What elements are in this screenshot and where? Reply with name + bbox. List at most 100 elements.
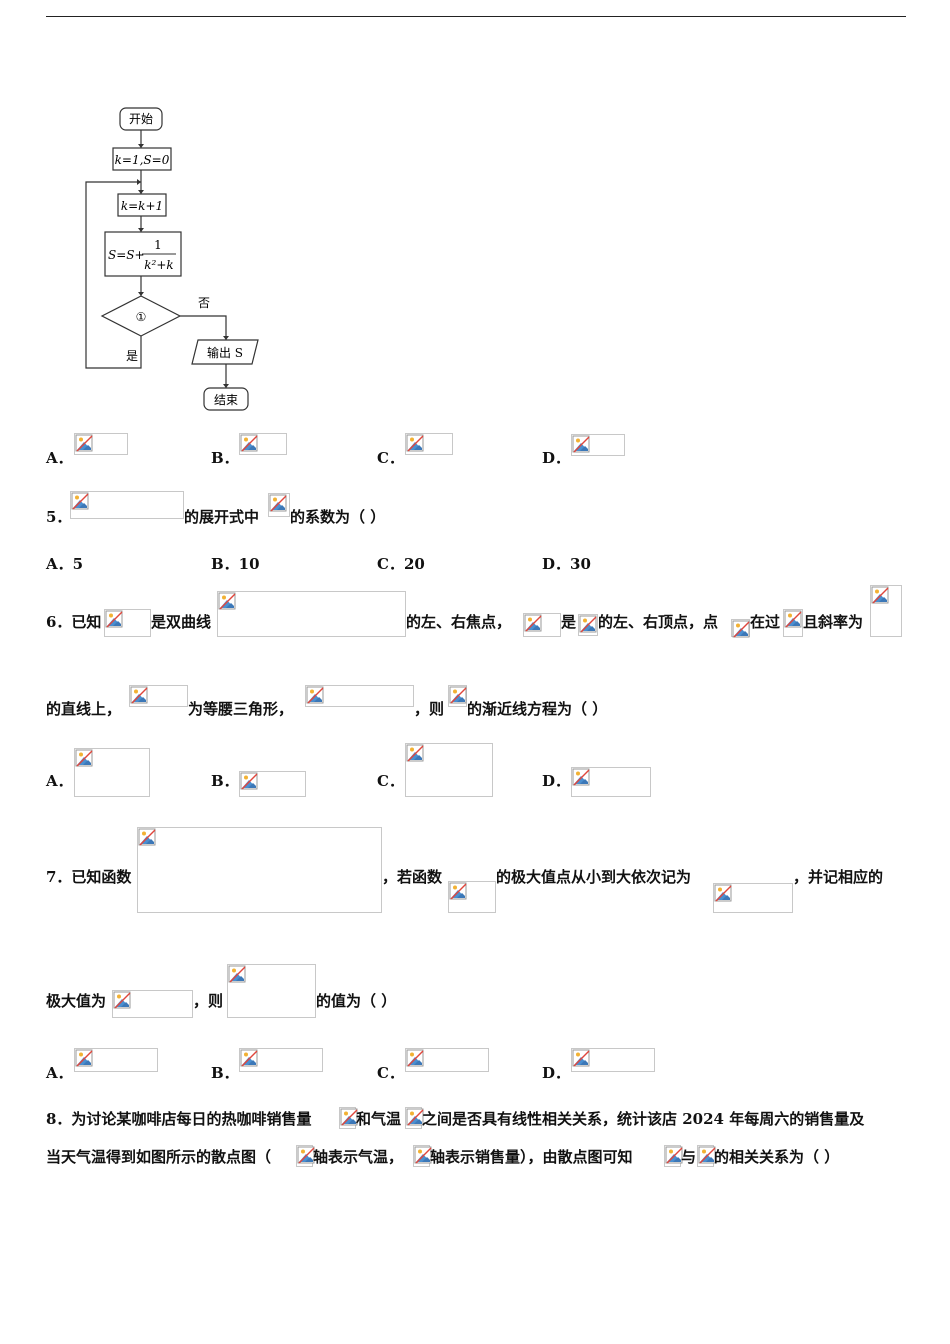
flow-sum-left: S=S+: [108, 248, 145, 262]
missing-image-icon: [571, 767, 651, 797]
q4-option-a: A．: [46, 449, 73, 467]
q7-line2-b: ，则: [193, 992, 224, 1010]
q8-line1-c: 之间是否具有线性相关关系，统计该店 2024 年每周六的销售量及: [422, 1110, 865, 1128]
flowchart: 开始 k=1,S=0 k=k+1 S=S+ 1 k²+k ① 否 是 输出 S …: [85, 107, 259, 411]
broken-image-glyph: [406, 1108, 424, 1126]
broken-image-glyph: [240, 1049, 258, 1067]
broken-image-glyph: [75, 434, 93, 452]
q6-text-5: 在过: [750, 613, 781, 631]
q7-text-3: ，并记相应的: [793, 868, 884, 886]
missing-image-icon: [448, 881, 496, 913]
broken-image-glyph: [240, 772, 258, 790]
broken-image-glyph: [732, 620, 750, 638]
q7-option-d: D．: [542, 1064, 571, 1082]
broken-image-glyph: [306, 686, 324, 704]
missing-image-icon: [112, 990, 193, 1018]
missing-image-icon: [217, 591, 406, 637]
flow-output-box: [191, 339, 259, 365]
missing-image-icon: [339, 1107, 358, 1129]
flow-step-label: k=k+1: [121, 199, 163, 213]
q5-option-d: D．30: [542, 555, 591, 573]
missing-image-icon: [870, 585, 902, 637]
q7-line2-a: 极大值为: [46, 992, 107, 1010]
q6-text-4: 的左、右顶点，点: [598, 613, 719, 631]
q6-line2-c: ，则: [414, 700, 445, 718]
q7-option-a: A．: [46, 1064, 73, 1082]
q5-option-c: C．20: [377, 555, 425, 573]
q6-option-d: D．: [542, 772, 571, 790]
missing-image-icon: [571, 1048, 655, 1072]
missing-image-icon: [239, 1048, 323, 1072]
broken-image-glyph: [340, 1108, 358, 1126]
broken-image-glyph: [75, 749, 93, 767]
broken-image-glyph: [572, 435, 590, 453]
missing-image-icon: [70, 491, 184, 519]
flow-cond-label: ①: [136, 310, 147, 324]
flow-step-box: [117, 193, 167, 217]
broken-image-glyph: [406, 1049, 424, 1067]
q4-option-b: B．: [211, 449, 239, 467]
q6-line2-b: 为等腰三角形，: [188, 700, 294, 718]
missing-image-icon: [783, 609, 803, 637]
broken-image-glyph: [665, 1146, 683, 1164]
missing-image-icon: [305, 685, 414, 707]
missing-image-icon: [713, 883, 793, 913]
q6-line2-a: 的直线上，: [46, 700, 122, 718]
broken-image-glyph: [784, 610, 802, 628]
q8-line1-b: 和气温: [356, 1110, 402, 1128]
q4-option-c: C．: [377, 449, 404, 467]
q7-text-1: ，若函数: [382, 868, 443, 886]
flow-sum-box: [104, 231, 182, 277]
missing-image-icon: [129, 685, 188, 707]
broken-image-glyph: [449, 882, 467, 900]
broken-image-glyph: [871, 586, 889, 604]
broken-image-glyph: [406, 744, 424, 762]
flow-output-label: 输出 S: [207, 345, 243, 360]
broken-image-glyph: [75, 1049, 93, 1067]
broken-image-glyph: [449, 686, 467, 704]
missing-image-icon: [268, 493, 290, 517]
flow-end-label: 结束: [214, 393, 238, 407]
q6-text-3: 是: [561, 613, 577, 631]
broken-image-glyph: [572, 768, 590, 786]
missing-image-icon: [405, 1048, 489, 1072]
missing-image-icon: [296, 1145, 315, 1167]
q7-line2-c: 的值为（ ）: [316, 992, 397, 1010]
header-rule: [46, 16, 906, 17]
missing-image-icon: [239, 771, 306, 797]
broken-image-glyph: [130, 686, 148, 704]
q8-line2-a: 当天气温得到如图所示的散点图（: [46, 1148, 272, 1166]
broken-image-glyph: [297, 1146, 315, 1164]
missing-image-icon: [571, 434, 625, 456]
q7-number: 7．已知函数: [46, 868, 132, 886]
q6-text-6: 且斜率为: [803, 613, 864, 631]
broken-image-glyph: [579, 615, 597, 633]
missing-image-icon: [405, 1107, 424, 1129]
missing-image-icon: [137, 827, 382, 913]
broken-image-glyph: [240, 434, 258, 452]
missing-image-icon: [578, 614, 598, 636]
missing-image-icon: [74, 433, 128, 455]
missing-image-icon: [664, 1145, 683, 1167]
missing-image-icon: [104, 609, 151, 637]
q7-option-c: C．: [377, 1064, 404, 1082]
q8-line2-b: 轴表示气温，: [313, 1148, 404, 1166]
q6-option-c: C．: [377, 772, 404, 790]
q5-option-b: B．10: [211, 555, 260, 573]
missing-image-icon: [731, 619, 750, 638]
broken-image-glyph: [269, 494, 287, 512]
missing-image-icon: [413, 1145, 432, 1167]
flow-yes-label: 是: [126, 349, 138, 363]
flow-init-label: k=1,S=0: [115, 153, 170, 167]
broken-image-glyph: [572, 1049, 590, 1067]
broken-image-glyph: [406, 434, 424, 452]
flow-no-label: 否: [198, 296, 210, 310]
q6-option-a: A．: [46, 772, 73, 790]
q6-option-b: B．: [211, 772, 239, 790]
missing-image-icon: [74, 1048, 158, 1072]
q8-line2-d: 与: [681, 1148, 697, 1166]
q6-text-2: 的左、右焦点，: [406, 613, 512, 631]
missing-image-icon: [448, 685, 467, 707]
missing-image-icon: [405, 743, 493, 797]
missing-image-icon: [74, 748, 150, 797]
